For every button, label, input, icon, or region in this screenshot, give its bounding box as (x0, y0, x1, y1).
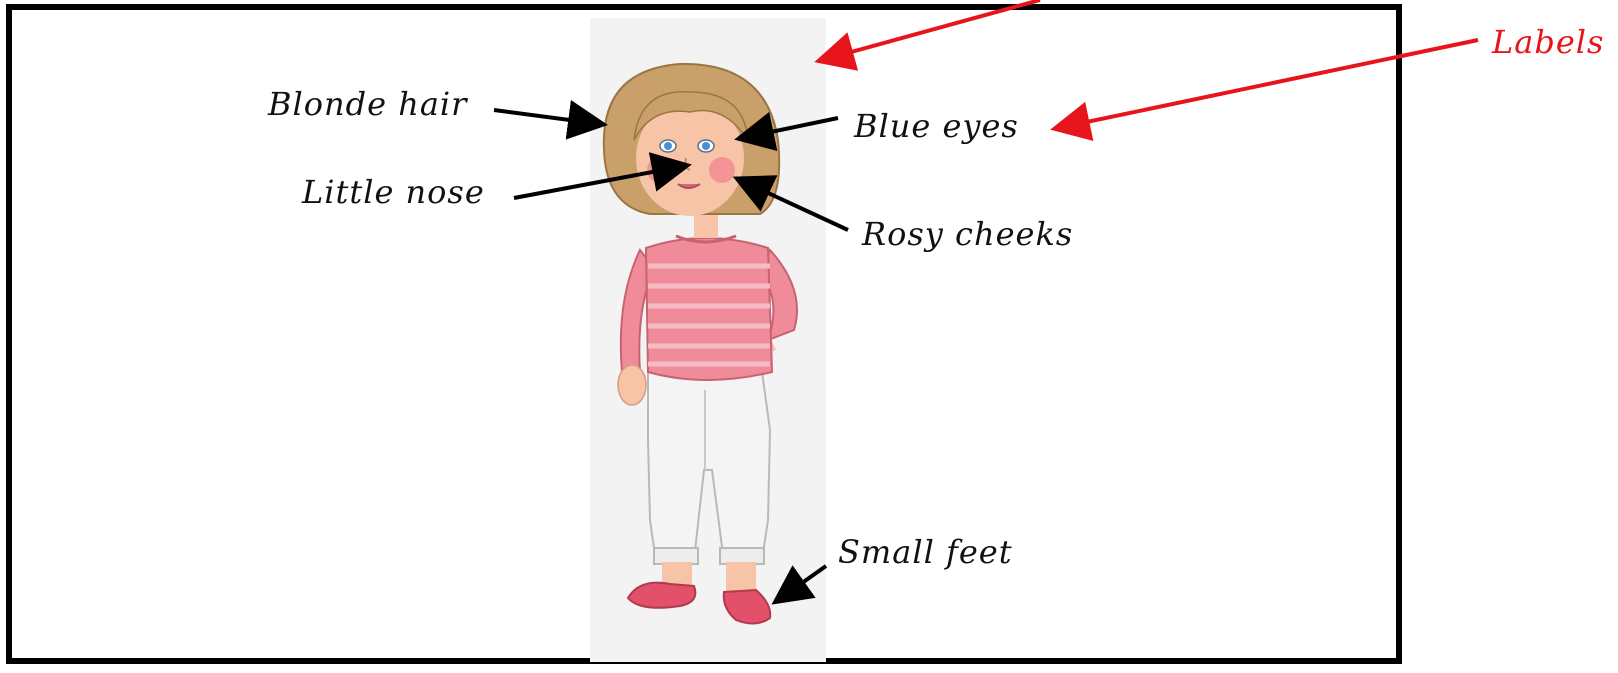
label-blue-eyes: Blue eyes (854, 110, 1019, 142)
rosy-cheek-right (709, 157, 735, 183)
label-callout: Labels (1492, 26, 1604, 58)
shoe-left (628, 583, 695, 608)
label-rosy-cheeks: Rosy cheeks (862, 218, 1073, 250)
blue-eye-left (664, 142, 672, 150)
arrow-callout-to-frame (822, 0, 1040, 60)
label-little-nose: Little nose (302, 176, 485, 208)
label-blonde-hair: Blonde hair (268, 88, 467, 120)
label-small-feet: Small feet (838, 536, 1013, 568)
blue-eye-right (702, 142, 710, 150)
striped-shirt (646, 238, 772, 380)
arrow-callout-to-label (1058, 40, 1478, 128)
arrow-blonde-hair (494, 110, 600, 124)
